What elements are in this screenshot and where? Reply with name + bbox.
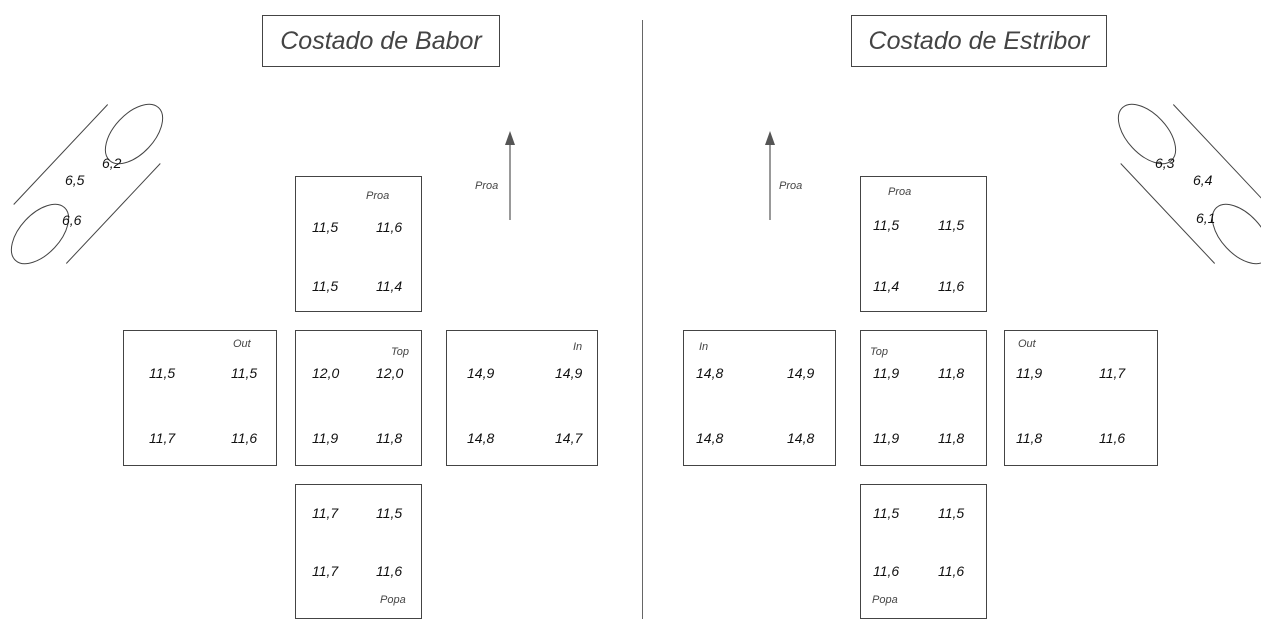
panel-value: 14,8 — [787, 430, 815, 446]
starboard-cylinder — [1117, 103, 1261, 265]
panel-value: 11,5 — [312, 219, 339, 235]
panel-value: 11,7 — [312, 505, 339, 521]
panel-label: In — [573, 341, 583, 353]
panel-value: 11,4 — [873, 278, 900, 294]
panel-value: 14,8 — [696, 430, 724, 446]
panel-value: 11,6 — [231, 430, 258, 446]
panel-value: 11,6 — [376, 219, 403, 235]
panel-label: Out — [233, 338, 251, 350]
port-proa-panel: Proa 11,5 11,6 11,5 11,4 — [295, 176, 422, 312]
panel-value: 11,8 — [938, 430, 965, 446]
panel-value: 11,5 — [149, 365, 176, 381]
port-cylinder-value: 6,5 — [65, 172, 85, 188]
port-out-panel: Out 11,5 11,5 11,7 11,6 — [123, 330, 277, 466]
port-bow-arrow — [505, 131, 515, 220]
starboard-side-title: Costado de Estribor — [851, 15, 1107, 67]
panel-value: 11,5 — [938, 217, 965, 233]
panel-value: 14,7 — [555, 430, 583, 446]
panel-label: Popa — [380, 594, 406, 606]
panel-value: 11,5 — [873, 505, 900, 521]
port-arrow-label: Proa — [475, 180, 499, 192]
panel-value: 14,8 — [467, 430, 495, 446]
panel-value: 11,9 — [873, 430, 900, 446]
starboard-cylinder-value: 6,1 — [1196, 210, 1216, 226]
starboard-arrow-label: Proa — [779, 180, 803, 192]
port-side-title: Costado de Babor — [262, 15, 500, 67]
panel-label: In — [699, 341, 709, 353]
panel-value: 11,5 — [231, 365, 258, 381]
panel-value: 14,8 — [696, 365, 724, 381]
panel-value: 11,5 — [376, 505, 403, 521]
starboard-in-panel: In 14,8 14,9 14,8 14,8 — [683, 330, 836, 466]
starboard-popa-panel: 11,5 11,5 11,6 11,6 Popa — [860, 484, 987, 619]
starboard-bow-arrow — [765, 131, 775, 220]
starboard-cylinder-value: 6,3 — [1155, 155, 1175, 171]
panel-value: 12,0 — [376, 365, 404, 381]
panel-value: 11,9 — [873, 365, 900, 381]
panel-label: Top — [391, 346, 409, 358]
port-in-panel: In 14,9 14,9 14,8 14,7 — [446, 330, 598, 466]
panel-value: 11,5 — [938, 505, 965, 521]
panel-value: 11,8 — [376, 430, 403, 446]
center-divider — [642, 20, 643, 619]
panel-value: 11,8 — [938, 365, 965, 381]
port-cylinder — [10, 103, 164, 265]
panel-value: 11,6 — [1099, 430, 1126, 446]
panel-value: 11,9 — [312, 430, 339, 446]
panel-value: 12,0 — [312, 365, 340, 381]
panel-value: 14,9 — [467, 365, 495, 381]
starboard-out-panel: Out 11,9 11,7 11,8 11,6 — [1004, 330, 1158, 466]
starboard-proa-panel: Proa 11,5 11,5 11,4 11,6 — [860, 176, 987, 312]
panel-value: 11,8 — [1016, 430, 1043, 446]
panel-label: Proa — [366, 190, 390, 202]
panel-value: 11,6 — [938, 278, 965, 294]
starboard-cylinder-value: 6,4 — [1193, 172, 1213, 188]
panel-label: Popa — [872, 594, 898, 606]
panel-label: Out — [1018, 338, 1036, 350]
port-cylinder-value: 6,2 — [102, 155, 122, 171]
panel-value: 11,5 — [873, 217, 900, 233]
panel-label: Proa — [888, 186, 912, 198]
port-popa-panel: 11,7 11,5 11,7 11,6 Popa — [295, 484, 422, 619]
panel-value: 14,9 — [555, 365, 583, 381]
port-cylinder-value: 6,6 — [62, 212, 82, 228]
starboard-top-panel: Top 11,9 11,8 11,9 11,8 — [860, 330, 987, 466]
panel-value: 11,6 — [938, 563, 965, 579]
panel-value: 14,9 — [787, 365, 815, 381]
panel-value: 11,5 — [312, 278, 339, 294]
panel-value: 11,7 — [1099, 365, 1126, 381]
panel-value: 11,6 — [376, 563, 403, 579]
panel-label: Top — [870, 346, 888, 358]
panel-value: 11,9 — [1016, 365, 1043, 381]
panel-value: 11,7 — [312, 563, 339, 579]
panel-value: 11,7 — [149, 430, 176, 446]
panel-value: 11,6 — [873, 563, 900, 579]
port-top-panel: Top 12,0 12,0 11,9 11,8 — [295, 330, 422, 466]
panel-value: 11,4 — [376, 278, 403, 294]
